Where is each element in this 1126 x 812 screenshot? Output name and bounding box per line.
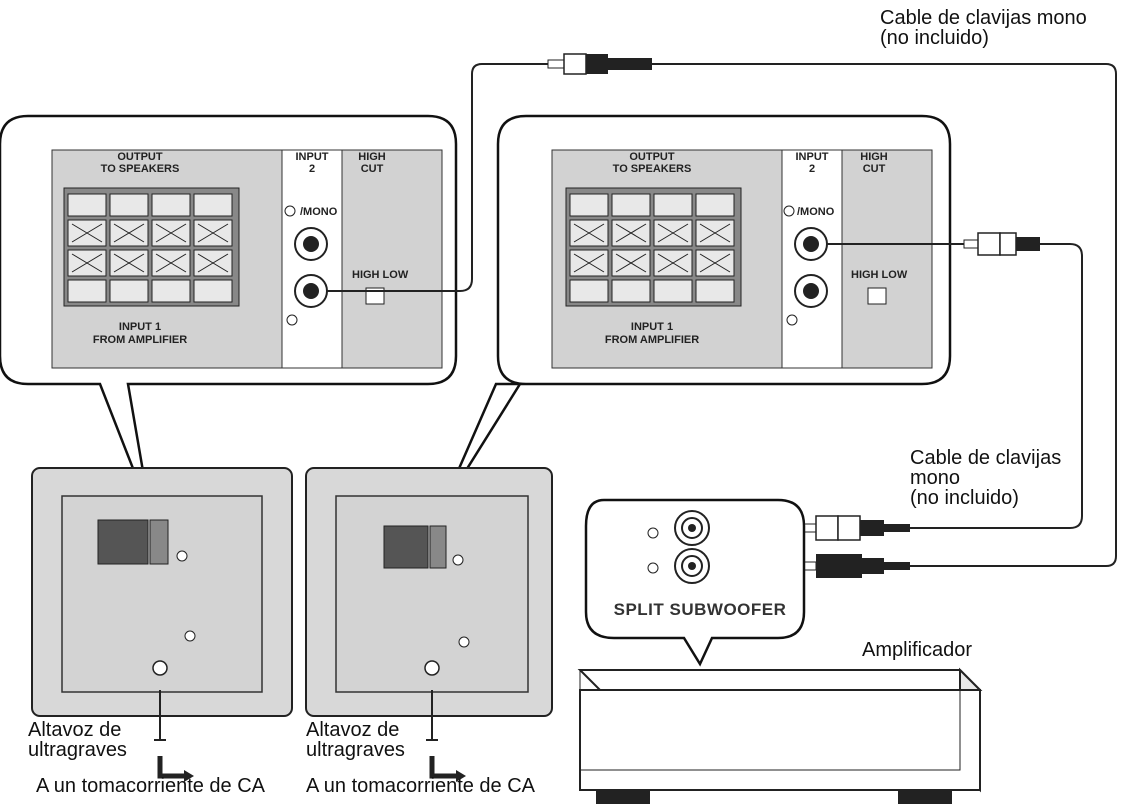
right-input1-sub-label: FROM AMPLIFIER [605, 334, 699, 346]
right-rear-panel: OUTPUT TO SPEAKERS INPUT 2 HIGH CUT INPU… [551, 149, 933, 369]
split-subwoofer-label: SPLIT SUBWOOFER [614, 600, 787, 619]
right-callout: OUTPUT TO SPEAKERS INPUT 2 HIGH CUT INPU… [438, 114, 952, 513]
subwoofer-left-label-line2: ultragraves [28, 739, 127, 761]
right-output-sub-label: TO SPEAKERS [613, 163, 692, 175]
left-input2-number: 2 [309, 163, 315, 175]
left-callout: OUTPUT TO SPEAKERS INPUT 2 HIGH CUT INPU… [0, 114, 458, 513]
subwoofer-right [305, 467, 553, 782]
right-highcut-sub-label: CUT [863, 163, 886, 175]
subwoofer-left [31, 467, 293, 782]
right-output-label: OUTPUT [629, 151, 675, 163]
left-highcut-sub-label: CUT [361, 163, 384, 175]
right-cable-plug [963, 232, 1040, 256]
amp-r-plug [799, 554, 910, 578]
left-mono-label: /MONO [300, 206, 338, 218]
right-cable-label-line2: mono [910, 467, 961, 489]
right-cable-label-line3: (no incluido) [910, 487, 1019, 509]
right-high-low-label: HIGH LOW [851, 269, 908, 281]
right-highcut-label: HIGH [860, 151, 888, 163]
right-input2-label: INPUT [796, 151, 829, 163]
subwoofer-left-label-line1: Altavoz de [28, 719, 122, 741]
left-highcut-label: HIGH [358, 151, 386, 163]
top-cable-label-line2: (no incluido) [880, 27, 989, 49]
left-high-low-label: HIGH LOW [352, 269, 409, 281]
split-subwoofer-callout: SPLIT SUBWOOFER [584, 498, 806, 667]
left-speaker-terminals [63, 187, 240, 307]
right-speaker-terminals [565, 187, 742, 307]
left-rear-panel: OUTPUT TO SPEAKERS INPUT 2 HIGH CUT INPU… [51, 149, 443, 369]
left-input2-label: INPUT [296, 151, 329, 163]
left-input1-label: INPUT 1 [119, 321, 161, 333]
amp-l-plug [799, 515, 910, 541]
subwoofer-right-label-line1: Altavoz de [306, 719, 400, 741]
left-input1-sub-label: FROM AMPLIFIER [93, 334, 187, 346]
right-input2-number: 2 [809, 163, 815, 175]
outlet-label-right: A un tomacorriente de CA [306, 775, 536, 797]
amplifier [577, 667, 983, 804]
outlet-label-left: A un tomacorriente de CA [36, 775, 266, 797]
top-cable-plug [547, 53, 652, 75]
right-cable-label-line1: Cable de clavijas [910, 447, 1062, 469]
right-mono-label: /MONO [797, 206, 835, 218]
left-output-label: OUTPUT [117, 151, 163, 163]
right-input1-label: INPUT 1 [631, 321, 673, 333]
amplifier-label: Amplificador [862, 639, 973, 661]
left-output-sub-label: TO SPEAKERS [101, 163, 180, 175]
top-cable-label-line1: Cable de clavijas mono [880, 7, 1087, 29]
subwoofer-right-label-line2: ultragraves [306, 739, 405, 761]
